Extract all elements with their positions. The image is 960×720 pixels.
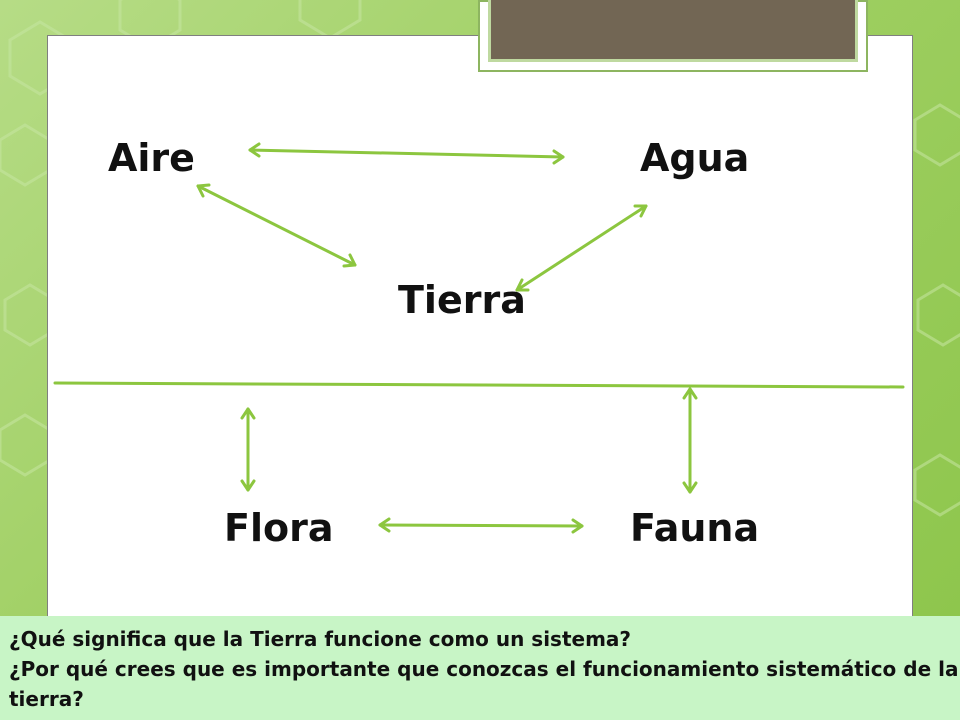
node-fauna: Fauna: [630, 506, 760, 550]
decorative-brown-panel: [488, 0, 858, 62]
node-agua: Agua: [640, 136, 750, 180]
arrow-flora-vertical: [240, 407, 256, 492]
arrow-agua-tierra: [515, 204, 648, 292]
arrow-flora-fauna: [378, 517, 584, 534]
node-aire: Aire: [108, 136, 195, 180]
node-tierra: Tierra: [398, 278, 526, 322]
divider-line: [53, 381, 905, 389]
slide-content-area: [47, 35, 913, 618]
node-flora: Flora: [224, 506, 334, 550]
arrow-fauna-vertical: [682, 387, 698, 494]
questions-panel: ¿Qué significa que la Tierra funcione co…: [0, 616, 960, 720]
question-2: ¿Por qué crees que es importante que con…: [9, 657, 959, 711]
arrow-aire-agua: [248, 142, 565, 165]
arrow-aire-tierra: [196, 183, 357, 268]
question-1: ¿Qué significa que la Tierra funcione co…: [9, 627, 632, 651]
